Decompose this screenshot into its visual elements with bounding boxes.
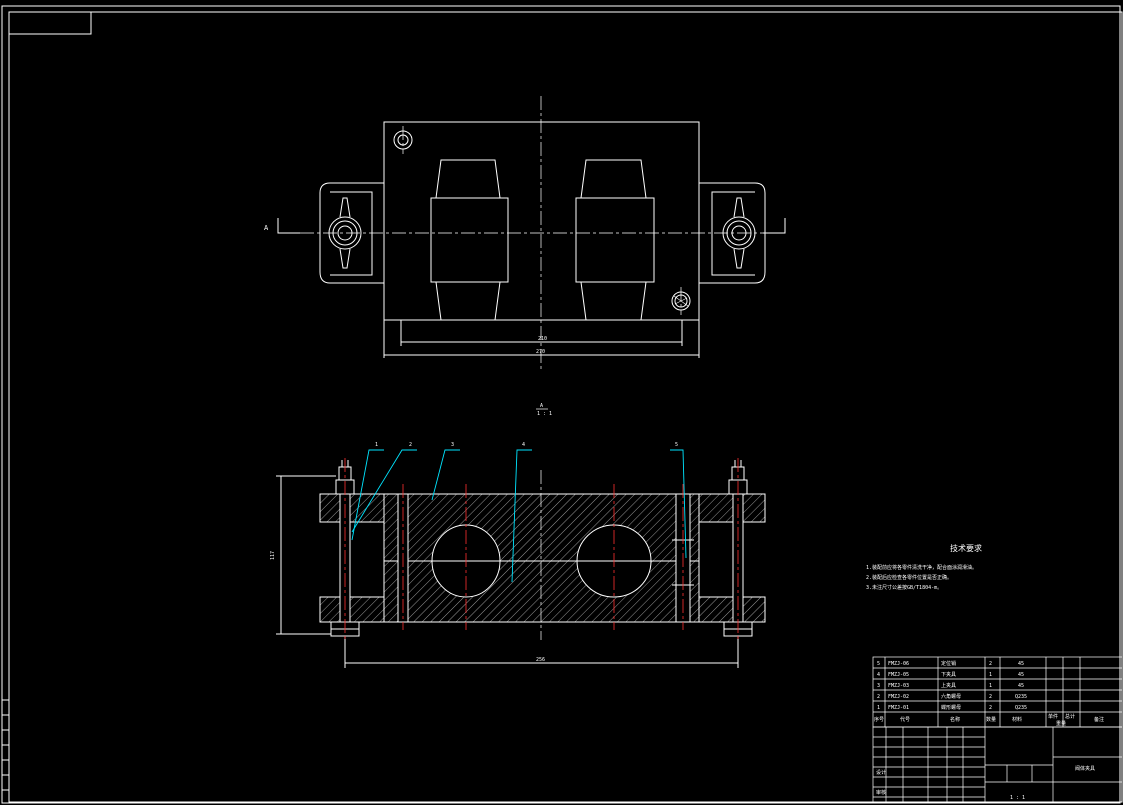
bom-no: 2 (877, 694, 880, 700)
bom-name: 下夹具 (941, 671, 956, 678)
bom-header-cell: 序号 (874, 716, 884, 723)
bom-row: 1 FMZJ-01 蝶形螺母 2 Q235 (877, 704, 1027, 711)
bom-qty: 2 (989, 694, 992, 700)
title-block (872, 726, 1123, 803)
bom-qty: 2 (989, 705, 992, 711)
bom-mat: Q235 (1015, 705, 1027, 711)
bom-row: 2 FMZJ-02 六角螺母 2 Q235 (877, 693, 1027, 700)
bom-name: 上夹具 (941, 682, 956, 689)
top-view-section-marker: A (264, 224, 269, 232)
bom-code: FMZJ-03 (888, 683, 909, 689)
bom-row: 3 FMZJ-03 上夹具 1 45 (877, 682, 1024, 689)
bom-name: 定位销 (941, 660, 956, 667)
title-scale: 1 : 1 (1010, 795, 1025, 801)
bom-name: 六角螺母 (941, 693, 961, 700)
notes-line-3: 3.未注尺寸公差按GB/T1804-m。 (866, 584, 942, 591)
bom-mat: 45 (1018, 661, 1024, 667)
part-callout-2: 2 (409, 442, 412, 448)
front-view-dim-width: 256 (536, 657, 545, 663)
part-callout-1: 1 (375, 442, 378, 448)
front-view-centerlines (344, 458, 739, 640)
bom-header-cell: 备注 (1094, 716, 1104, 723)
front-view (276, 460, 766, 668)
bom-header: 序号 代号 名称 数量 材料 单件 总计 重量 备注 (874, 713, 1104, 727)
front-view-dim-height: 117 (270, 551, 276, 560)
bom-name: 蝶形螺母 (941, 704, 961, 711)
title-review-label: 审核 (876, 789, 886, 796)
sheet-border (1, 5, 1123, 804)
bom-table (872, 656, 1123, 728)
part-callout-4: 4 (522, 442, 525, 448)
top-view-centerlines (300, 96, 785, 370)
bom-code: FMZJ-01 (888, 705, 909, 711)
bom-code: FMZJ-05 (888, 672, 909, 678)
bom-header-cell: 数量 (986, 716, 996, 723)
bom-header-cell: 总计 (1065, 713, 1075, 720)
bom-header-cell: 重量 (1056, 720, 1066, 727)
notes-line-1: 1.装配前应将各零件清洗干净，配合面涂润滑油。 (866, 564, 977, 571)
front-view-section-label-bottom: 1 : 1 (537, 411, 552, 417)
bom-mat: 45 (1018, 683, 1024, 689)
title-designer-label: 设计 (876, 769, 886, 776)
title-drawing-label: 阀体夹具 (1075, 765, 1095, 772)
bom-no: 4 (877, 672, 880, 678)
bom-qty: 2 (989, 661, 992, 667)
notes-line-2: 2.装配后应检查各零件位置是否正确。 (866, 574, 952, 581)
bom-row: 4 FMZJ-05 下夹具 1 45 (877, 671, 1024, 678)
notes-title: 技术要求 (950, 543, 982, 553)
bom-rows: 5 FMZJ-06 定位销 2 45 4 FMZJ-05 下夹具 1 45 3 … (874, 660, 1104, 727)
bom-no: 3 (877, 683, 880, 689)
bom-qty: 1 (989, 672, 992, 678)
top-view (277, 121, 786, 358)
part-callout-5: 5 (675, 442, 678, 448)
bom-header-cell: 材料 (1012, 716, 1022, 723)
bom-no: 1 (877, 705, 880, 711)
bom-no: 5 (877, 661, 880, 667)
bom-header-cell: 名称 (950, 716, 960, 723)
front-view-section-label-top: A (540, 403, 543, 409)
top-view-dim-outer: 270 (536, 349, 545, 355)
bom-header-cell: 代号 (900, 716, 910, 723)
bom-mat: 45 (1018, 672, 1024, 678)
part-leaders (351, 449, 687, 583)
bom-code: FMZJ-02 (888, 694, 909, 700)
bom-header-cell: 单件 (1048, 713, 1058, 720)
bom-row: 5 FMZJ-06 定位销 2 45 (877, 660, 1024, 667)
bom-code: FMZJ-06 (888, 661, 909, 667)
bom-mat: Q235 (1015, 694, 1027, 700)
bom-qty: 1 (989, 683, 992, 689)
part-callout-3: 3 (451, 442, 454, 448)
top-view-dim-inner: 210 (538, 336, 547, 342)
